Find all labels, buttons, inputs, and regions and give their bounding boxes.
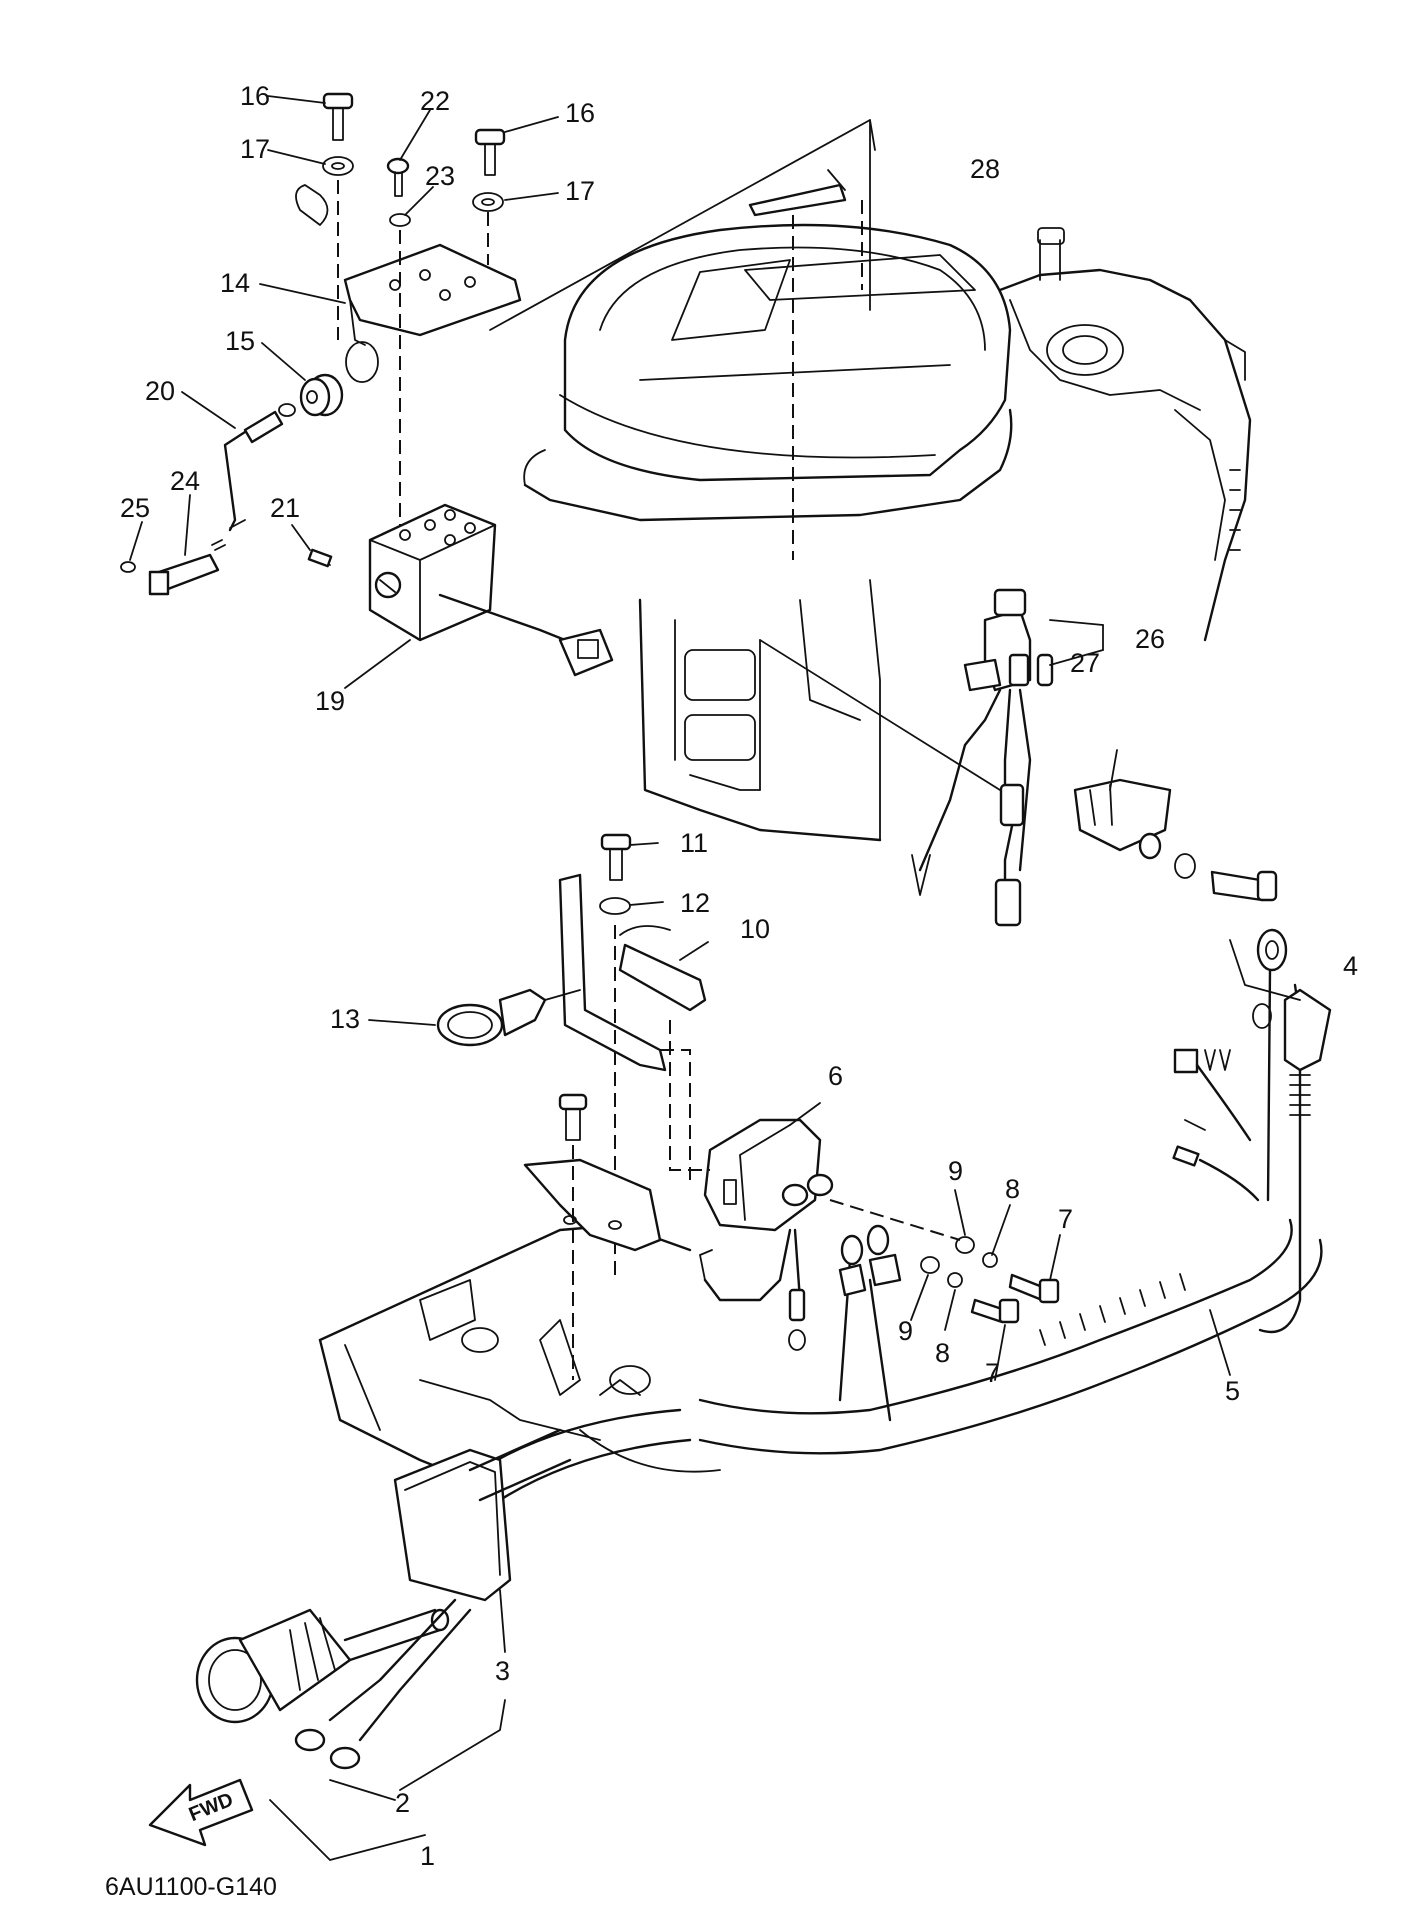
bolts-washers [920, 1236, 1060, 1324]
forward-direction-arrow: FWD [148, 1778, 254, 1847]
callout-23: 24 [170, 466, 200, 496]
callout-8: 8 [935, 1338, 950, 1368]
callout-6: 6 [828, 1061, 843, 1091]
callout-4: 4 [1343, 951, 1358, 981]
callout-2: 2 [395, 1788, 410, 1818]
callout-24: 25 [120, 493, 150, 523]
callout-19: 20 [145, 376, 175, 406]
wire-harness [478, 928, 1332, 1502]
bottom-cowling [318, 1093, 721, 1482]
callout-20: 21 [270, 493, 300, 523]
callout-labels: 16 17 22 23 16 17 14 15 20 24 25 21 19 2… [120, 81, 1358, 1871]
callout-15: 15 [225, 326, 255, 356]
callout-28: 28 [970, 154, 1000, 184]
callout-14: 14 [220, 268, 250, 298]
callout-11: 11 [680, 828, 708, 858]
callout-1: 1 [420, 1841, 435, 1871]
engine-mounted-parts [489, 119, 1278, 927]
leader-lines [129, 95, 1301, 1861]
callout-16: 16 [240, 81, 270, 111]
socket-assembly [195, 1428, 572, 1770]
callout-9: 9 [948, 1156, 963, 1186]
callout-17: 17 [240, 134, 270, 164]
callout-22: 23 [425, 161, 455, 191]
callout-3: 3 [495, 1656, 510, 1686]
callout-16: 16 [565, 98, 595, 128]
callout-9: 9 [898, 1316, 913, 1346]
callout-13: 13 [330, 1004, 360, 1034]
switch-bracket-assembly [120, 92, 614, 677]
callout-17: 17 [565, 176, 595, 206]
rectifier-regulator [669, 1020, 961, 1351]
callout-7: 7 [1058, 1204, 1073, 1234]
callout-8: 8 [1005, 1174, 1020, 1204]
callout-21: 22 [420, 86, 450, 116]
callout-12: 12 [680, 888, 710, 918]
callout-25: 26 [1135, 624, 1165, 654]
callout-7: 7 [985, 1358, 1000, 1388]
engine-block [523, 223, 1252, 842]
callout-18: 19 [315, 686, 345, 716]
callout-10: 10 [740, 914, 770, 944]
callout-5: 5 [1225, 1376, 1240, 1406]
callout-26: 27 [1070, 648, 1100, 678]
diagram-code: 6AU1100-G140 [105, 1873, 277, 1901]
